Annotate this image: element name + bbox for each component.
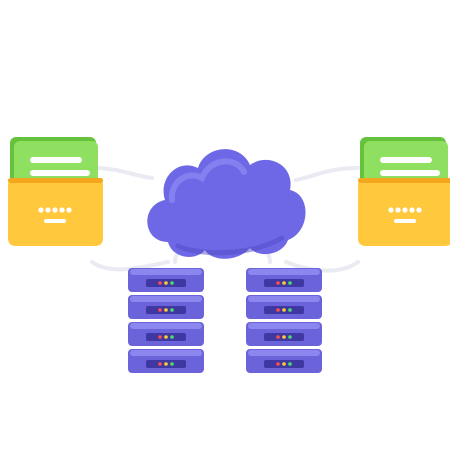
paper-line [380, 157, 432, 163]
label-dot [402, 207, 408, 213]
cable-icon [90, 260, 170, 272]
label-dot [388, 207, 394, 213]
status-led [170, 362, 174, 366]
cloud-shadow [175, 235, 285, 256]
server-top [130, 296, 202, 302]
label-bar [44, 219, 66, 223]
folder-pocket-rim [8, 178, 103, 183]
label-dot [416, 207, 422, 213]
label-dot [45, 207, 51, 213]
status-led [158, 362, 162, 366]
cloud-highlight [168, 158, 247, 203]
status-led [276, 335, 280, 339]
status-led [170, 335, 174, 339]
status-led [170, 281, 174, 285]
server-unit [246, 295, 322, 319]
server-unit [128, 322, 204, 346]
status-led [282, 281, 286, 285]
cable-icon [90, 166, 154, 180]
server-unit [128, 295, 204, 319]
server-top [130, 269, 202, 275]
status-led [164, 308, 168, 312]
server-top [130, 323, 202, 329]
folder-icon-left [8, 137, 103, 246]
server-top [248, 323, 320, 329]
label-bar [394, 219, 416, 223]
server-unit [128, 268, 204, 292]
server-top [248, 296, 320, 302]
cloud-body [147, 149, 306, 259]
server-rack-icon-right [246, 268, 322, 373]
status-led [158, 281, 162, 285]
status-led [282, 362, 286, 366]
server-unit [128, 349, 204, 373]
server-unit [246, 322, 322, 346]
label-dot [66, 207, 72, 213]
cloud-icon [147, 149, 306, 259]
status-led [164, 335, 168, 339]
status-led [282, 335, 286, 339]
label-dot [52, 207, 58, 213]
cable-icon [284, 260, 360, 273]
label-dot [38, 207, 44, 213]
status-led [276, 362, 280, 366]
paper-line [30, 170, 90, 176]
status-led [288, 281, 292, 285]
folder-pocket-rim [358, 178, 450, 183]
server-top [248, 269, 320, 275]
status-led [158, 335, 162, 339]
status-led [276, 281, 280, 285]
server-unit [246, 268, 322, 292]
label-dot [395, 207, 401, 213]
status-led [282, 308, 286, 312]
status-led [288, 308, 292, 312]
status-led [288, 362, 292, 366]
server-top [248, 350, 320, 356]
status-led [288, 335, 292, 339]
folder-icon-right [358, 137, 450, 246]
server-rack-icon-left [128, 268, 204, 373]
label-dot [59, 207, 65, 213]
status-led [164, 281, 168, 285]
status-led [170, 308, 174, 312]
status-led [276, 308, 280, 312]
server-unit [246, 349, 322, 373]
paper-line [30, 157, 82, 163]
status-led [164, 362, 168, 366]
server-top [130, 350, 202, 356]
status-led [158, 308, 162, 312]
paper-line [380, 170, 440, 176]
cable-icon [294, 166, 360, 182]
label-dot [409, 207, 415, 213]
